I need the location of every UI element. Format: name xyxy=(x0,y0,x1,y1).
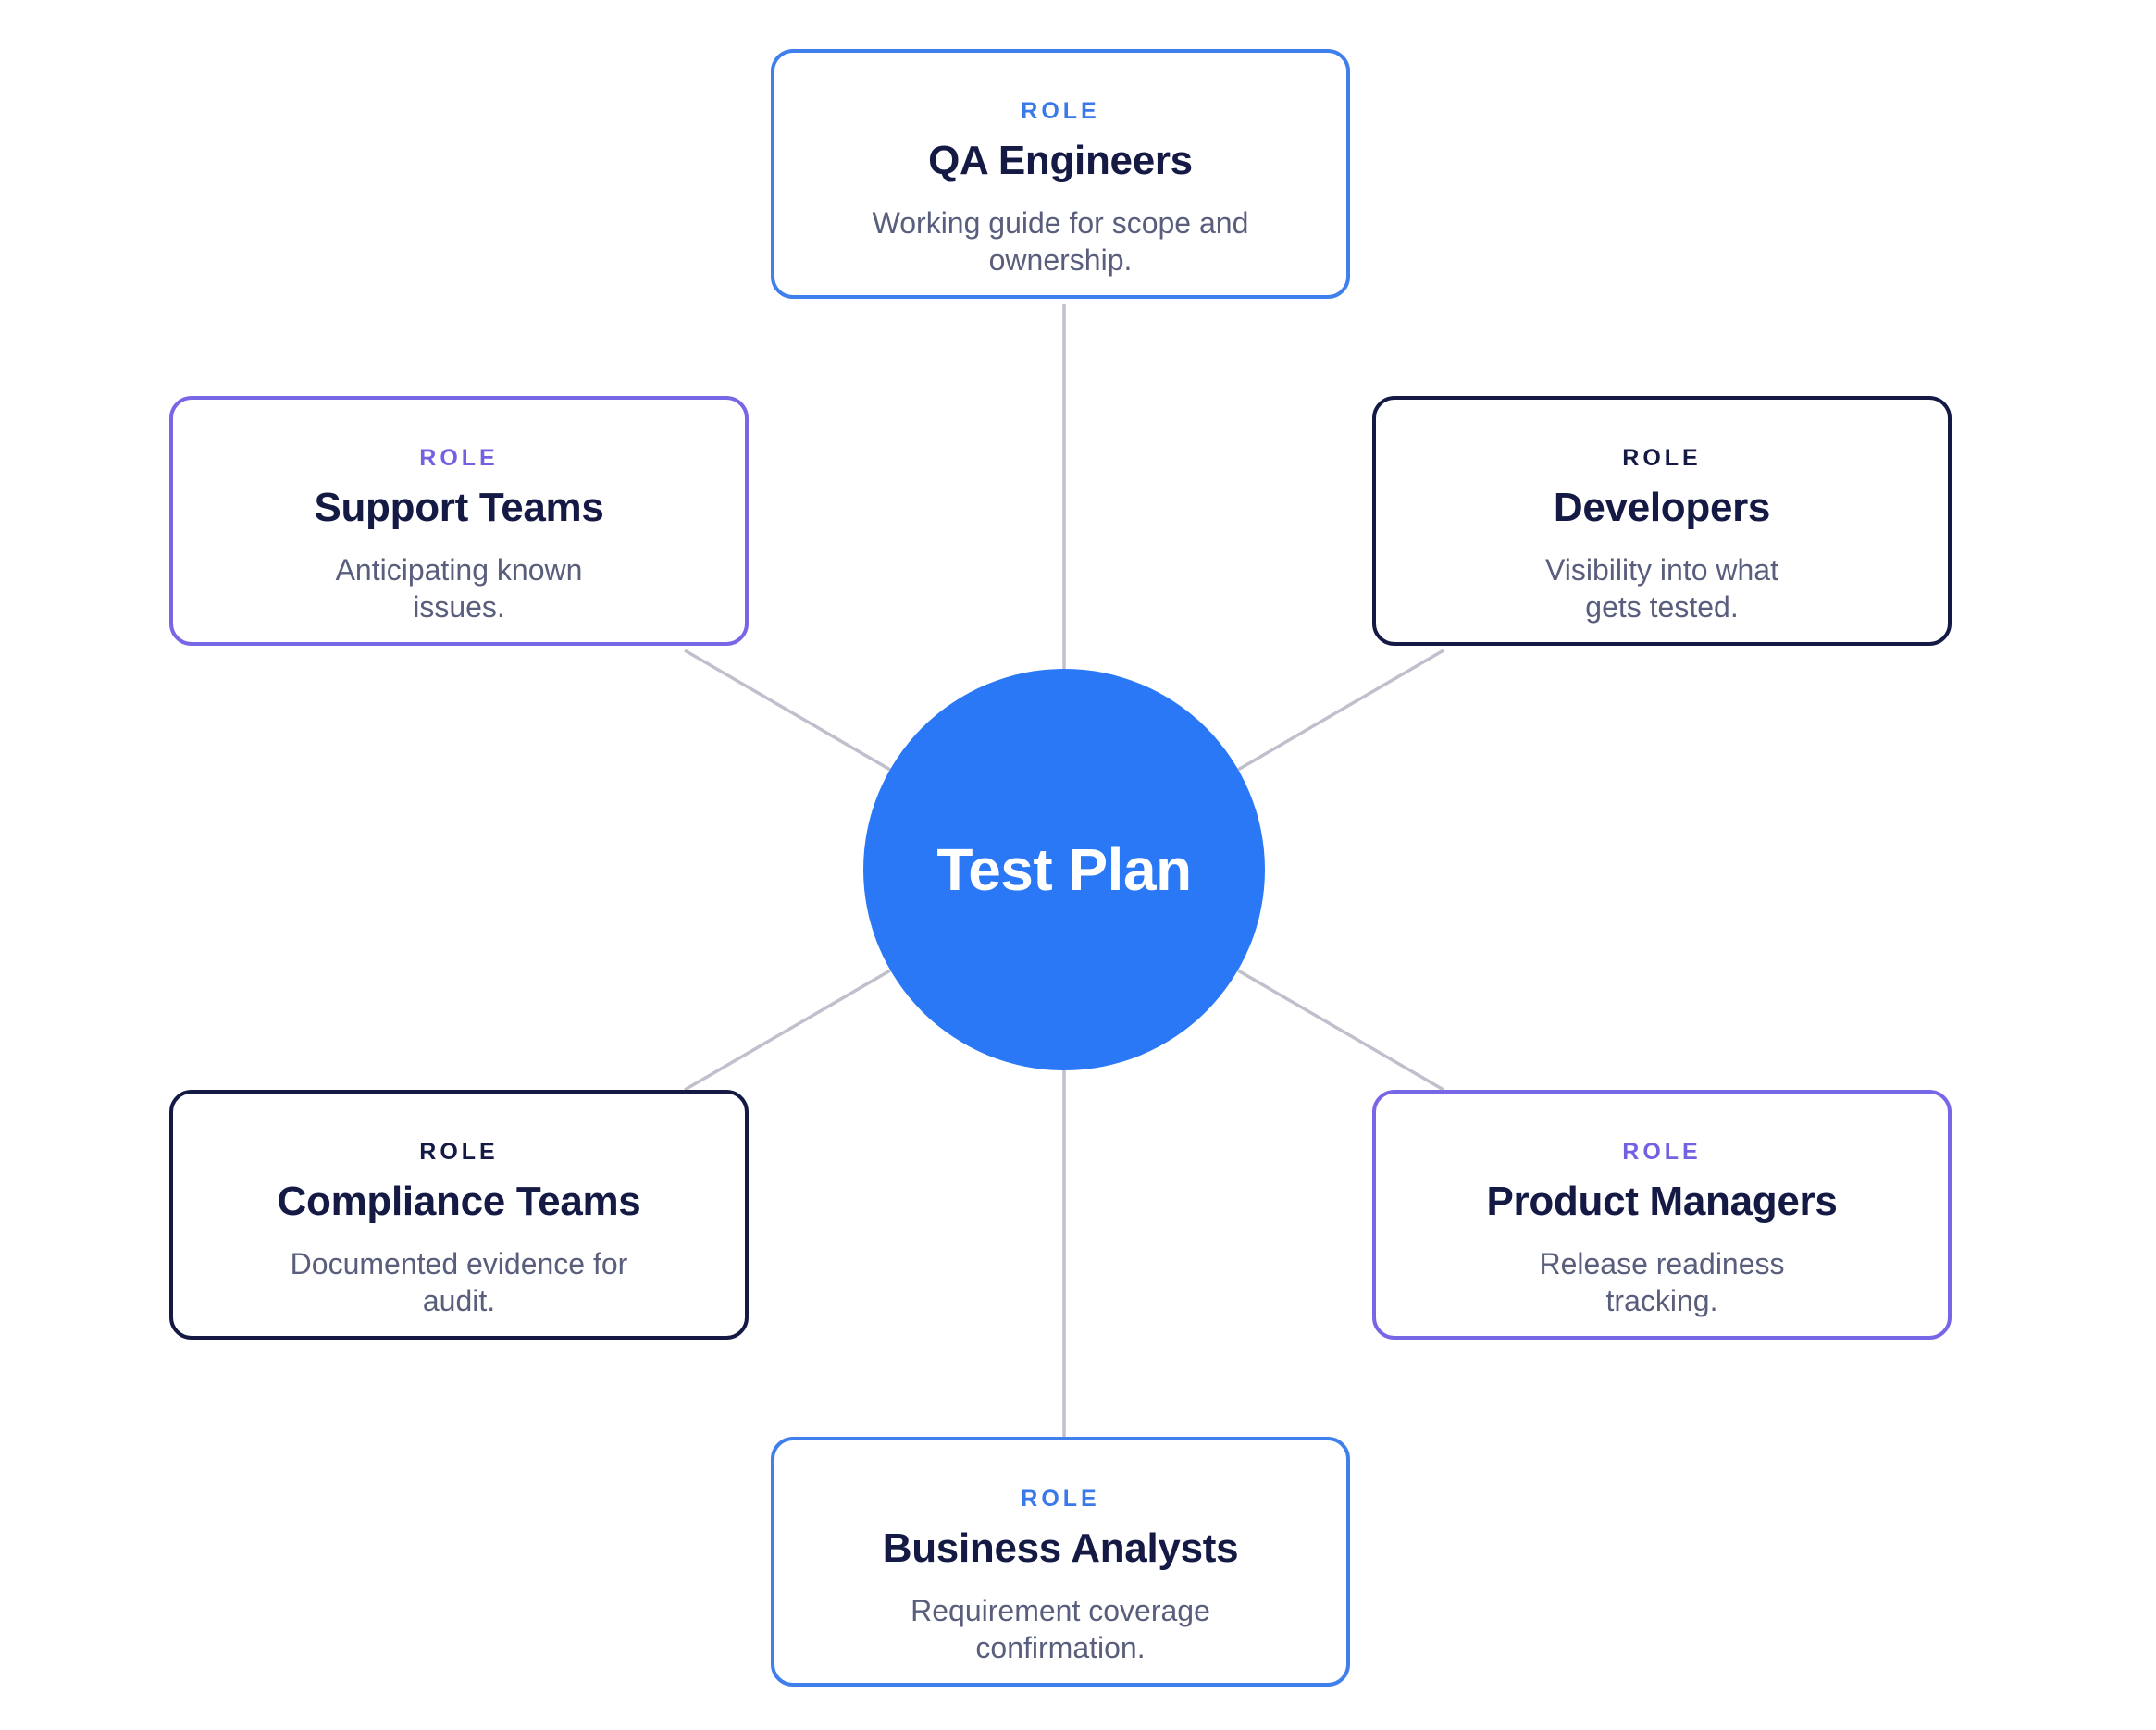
hub-circle: Test Plan xyxy=(863,669,1265,1070)
role-description: Anticipating known issues. xyxy=(335,553,583,624)
role-card-support-teams: ROLE Support Teams Anticipating known is… xyxy=(169,396,749,646)
role-description: Requirement coverage confirmation. xyxy=(911,1594,1210,1664)
role-title: Compliance Teams xyxy=(277,1179,641,1224)
role-card-compliance-teams: ROLE Compliance Teams Documented evidenc… xyxy=(169,1090,749,1340)
role-tag: ROLE xyxy=(1021,98,1100,124)
role-card-business-analysts: ROLE Business Analysts Requirement cover… xyxy=(771,1437,1350,1687)
role-title: Product Managers xyxy=(1486,1179,1838,1224)
role-description: Working guide for scope and ownership. xyxy=(872,206,1249,277)
role-description: Visibility into what gets tested. xyxy=(1545,553,1778,624)
role-description: Release readiness tracking. xyxy=(1539,1247,1785,1317)
connector-compliance-teams xyxy=(684,969,891,1092)
role-title: Support Teams xyxy=(314,485,604,530)
role-title: Business Analysts xyxy=(882,1526,1239,1571)
role-card-qa-engineers: ROLE QA Engineers Working guide for scop… xyxy=(771,49,1350,299)
role-card-developers: ROLE Developers Visibility into what get… xyxy=(1372,396,1952,646)
role-card-product-managers: ROLE Product Managers Release readiness … xyxy=(1372,1090,1952,1340)
role-tag: ROLE xyxy=(1622,1139,1702,1165)
role-tag: ROLE xyxy=(1622,445,1702,471)
connector-support-teams xyxy=(684,649,891,772)
role-description: Documented evidence for audit. xyxy=(290,1247,628,1317)
connector-product-managers xyxy=(1237,969,1444,1092)
role-tag: ROLE xyxy=(1021,1486,1100,1512)
role-tag: ROLE xyxy=(419,445,499,471)
role-title: Developers xyxy=(1553,485,1771,530)
role-title: QA Engineers xyxy=(928,138,1193,183)
connector-developers xyxy=(1237,649,1444,772)
role-tag: ROLE xyxy=(419,1139,499,1165)
hub-label: Test Plan xyxy=(936,836,1192,903)
